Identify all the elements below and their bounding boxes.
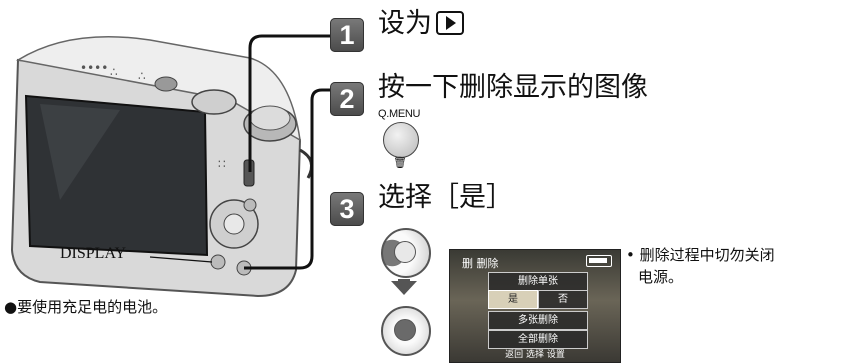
screen-title: 删 删除 (462, 257, 499, 270)
step-1-badge: 1 (330, 18, 364, 52)
step-3-badge: 3 (330, 192, 364, 226)
camera-screen: 删 删除 删除单张 是 否 多张删除 全部删除 返回 选择 设置 (449, 249, 621, 363)
svg-text:∴: ∴ (110, 65, 118, 79)
camera-illustration: •••• ∴ ∴ ∷ (10, 34, 330, 298)
side-note-bullet: • (626, 246, 635, 264)
battery-note: ●要使用充足电的电池。 (4, 298, 168, 316)
step-2-text: 按一下删除显示的图像 (378, 72, 648, 103)
play-icon (436, 11, 464, 35)
qmenu-delete-button[interactable] (383, 122, 419, 158)
screen-footer: 返回 选择 设置 (505, 350, 565, 360)
svg-text:∴: ∴ (138, 69, 146, 83)
display-label: DISPLAY (60, 245, 127, 262)
side-note-line2: 电源。 (638, 268, 684, 286)
cursor-pad-left[interactable] (381, 228, 431, 278)
battery-icon (586, 255, 612, 267)
arrow-down-icon (391, 281, 417, 295)
menu-single-delete[interactable]: 删除单张 (488, 272, 588, 291)
trash-icon: 🗑 (393, 156, 407, 169)
menu-no[interactable]: 否 (538, 290, 588, 309)
svg-text:••••: •••• (80, 61, 108, 75)
side-note-line1: 删除过程中切勿关闭 (639, 246, 775, 264)
step-1-text: 设为 (378, 8, 464, 40)
pad-center-button[interactable] (394, 241, 416, 263)
qmenu-label: Q.MENU (378, 108, 421, 120)
menu-multi-delete[interactable]: 多张删除 (488, 311, 588, 330)
svg-text:∷: ∷ (218, 157, 226, 171)
side-note: • 删除过程中切勿关闭 (626, 244, 775, 266)
menu-delete-all[interactable]: 全部删除 (488, 330, 588, 349)
step-2-badge: 2 (330, 82, 364, 116)
cursor-pad-set[interactable] (381, 306, 431, 356)
set-button[interactable] (394, 319, 416, 341)
menu-yes[interactable]: 是 (488, 290, 538, 309)
step-3-text: 选择［是］ (378, 182, 513, 213)
arrow-down-stem (398, 279, 410, 287)
step-1-label: 设为 (378, 8, 432, 39)
